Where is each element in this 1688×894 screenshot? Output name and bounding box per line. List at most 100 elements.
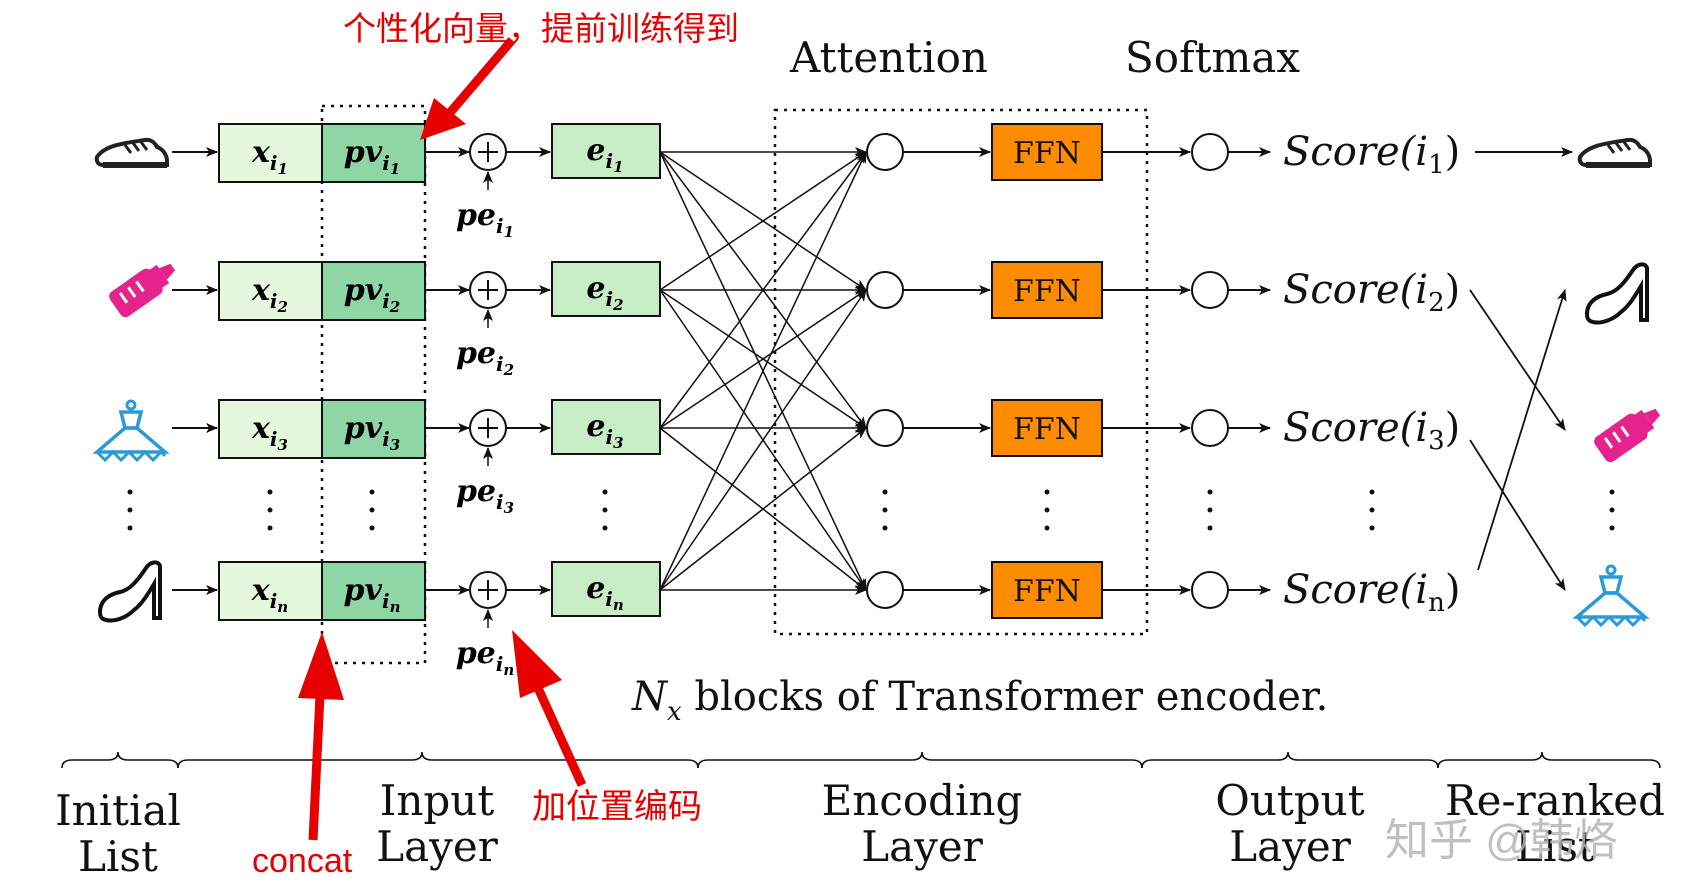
feature-symbol: x: [251, 135, 271, 170]
pv-symbol: pv: [344, 135, 383, 170]
svg-text:pvi1: pvi1: [344, 135, 400, 178]
caption-text: blocks of Transformer encoder.: [682, 674, 1329, 720]
svg-text:xi3: xi3: [251, 411, 288, 454]
sneaker-icon: [94, 137, 169, 168]
personalized-vector-box: [321, 561, 426, 621]
svg-text:pvi3: pvi3: [344, 411, 400, 454]
ffn-box: [991, 123, 1103, 181]
pv-column-dotted-box: [320, 104, 427, 665]
ffn-label: FFN: [1013, 574, 1081, 609]
attention-node: [866, 409, 904, 447]
softmax-label: Softmax: [1125, 33, 1300, 82]
svg-text:ei2: ei2: [586, 271, 623, 314]
feature-box: [218, 399, 323, 459]
baby-bottle-icon: [1594, 408, 1661, 463]
svg-text:pvi2: pvi2: [344, 273, 400, 316]
svg-text:Nx blocks of Transformer encod: Nx blocks of Transformer encoder.: [631, 674, 1328, 727]
attention-node: [866, 133, 904, 171]
svg-text:pei3: pei3: [456, 474, 514, 517]
feature-box: [218, 261, 323, 321]
svg-text:ei3: ei3: [586, 409, 623, 452]
row-item-1: xi1 pvi1 pei1 ei1 FFN Score(i1): [172, 123, 1573, 241]
attention-connections: [659, 147, 867, 595]
softmax-node: [1191, 271, 1229, 309]
svg-text:Score(in): Score(in): [1283, 567, 1460, 618]
svg-text:Score(i2): Score(i2): [1283, 267, 1460, 318]
section-braces: [61, 751, 1661, 769]
ffn-box: [991, 561, 1103, 619]
row-item-n: xin pvin pein ein FFN Score(in): [172, 561, 1460, 679]
dress-icon: [92, 399, 170, 463]
pv-symbol: pv: [344, 411, 383, 446]
watermark: 知乎 @韩烙: [1385, 816, 1618, 865]
pe-symbol: pe: [456, 474, 496, 509]
score-label: Score(: [1283, 129, 1417, 175]
feature-symbol: x: [251, 273, 271, 308]
nx-symbol: N: [631, 674, 669, 720]
pv-symbol: pv: [344, 573, 383, 608]
ffn-label: FFN: [1013, 274, 1081, 309]
high-heel-icon: [97, 560, 162, 623]
annotation-personalized-vector: 个性化向量，提前训练得到: [343, 10, 739, 47]
pv-symbol: pv: [344, 273, 383, 308]
softmax-node: [1191, 409, 1229, 447]
attention-label: Attention: [789, 33, 988, 82]
embedding-symbol: e: [586, 271, 605, 306]
baby-bottle-icon: [109, 263, 176, 318]
svg-text:Score(i3): Score(i3): [1283, 405, 1460, 456]
dress-icon: [1572, 564, 1650, 628]
score-label: Score(: [1283, 405, 1417, 451]
pe-symbol: pe: [456, 336, 496, 371]
red-arrow-position-encoding: [512, 630, 587, 787]
softmax-node: [1191, 571, 1229, 609]
ellipsis-dots: [127, 489, 1615, 531]
embedding-symbol: e: [586, 133, 605, 168]
svg-text:pei2: pei2: [456, 336, 514, 379]
personalized-vector-box: [321, 399, 426, 459]
score-label: Score(: [1283, 567, 1417, 613]
svg-text:ein: ein: [586, 571, 624, 614]
annotation-position-encoding: 加位置编码: [532, 788, 702, 826]
transformer-encoder-dotted-box: [773, 108, 1149, 636]
annotation-concat: concat: [252, 842, 353, 880]
red-arrow-concat: [298, 632, 344, 841]
ffn-label: FFN: [1013, 136, 1081, 171]
svg-text:xi2: xi2: [251, 273, 288, 316]
ffn-box: [991, 399, 1103, 457]
red-arrow-pv: [420, 37, 516, 140]
rerank-arrows: [1469, 289, 1567, 591]
svg-text:xin: xin: [251, 573, 288, 616]
embedding-symbol: e: [586, 571, 605, 606]
embedding-symbol: e: [586, 409, 605, 444]
pe-symbol: pe: [456, 198, 496, 233]
score-label: Score(: [1283, 267, 1417, 313]
ffn-box: [991, 261, 1103, 319]
feature-box: [218, 123, 323, 183]
embedding-box: [551, 561, 661, 617]
pe-symbol: pe: [456, 636, 496, 671]
svg-text:ei1: ei1: [586, 133, 623, 176]
svg-text:pei1: pei1: [456, 198, 514, 241]
embedding-box: [551, 123, 661, 179]
svg-text:pein: pein: [456, 636, 515, 679]
svg-text:Score(i1): Score(i1): [1283, 129, 1460, 180]
attention-node: [866, 571, 904, 609]
feature-symbol: x: [251, 411, 271, 446]
softmax-node: [1191, 133, 1229, 171]
feature-symbol: x: [251, 573, 271, 608]
row-item-3: xi3 pvi3 pei3 ei3 FFN Score(i3): [172, 399, 1460, 517]
attention-node: [866, 271, 904, 309]
svg-text:pvin: pvin: [344, 573, 401, 616]
ffn-label: FFN: [1013, 412, 1081, 447]
svg-text:xi1: xi1: [251, 135, 288, 178]
row-item-2: xi2 pvi2 pei2 ei2 FFN Score(i2): [172, 261, 1460, 379]
embedding-box: [551, 399, 661, 455]
high-heel-icon: [1584, 262, 1649, 325]
embedding-box: [551, 261, 661, 317]
